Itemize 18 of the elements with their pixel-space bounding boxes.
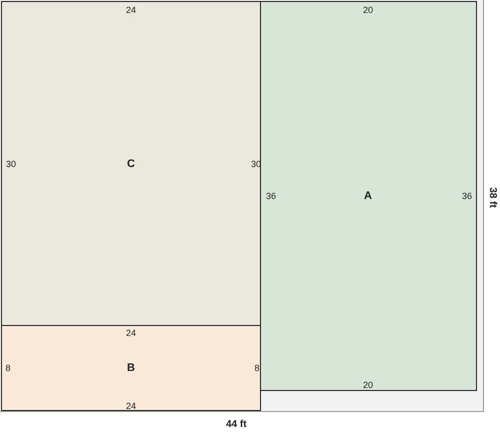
room-area [260, 1, 477, 391]
wall-length: 24 [126, 401, 136, 411]
wall-length: 20 [363, 380, 373, 390]
room-area [1, 1, 261, 326]
wall-length: 36 [266, 191, 276, 201]
room-area [1, 325, 261, 411]
height-dimension: 38 ft [486, 187, 498, 208]
room-label: B [127, 362, 135, 374]
room-label: C [127, 158, 135, 170]
wall-length: 8 [6, 363, 10, 373]
wall-length: 8 [254, 363, 260, 373]
width-dimension: 44 ft [226, 419, 247, 430]
wall-length: 24 [126, 5, 136, 15]
wall-length: 36 [462, 191, 472, 201]
room-label: A [364, 190, 372, 202]
wall-length: 20 [363, 5, 373, 15]
wall-length: 30 [6, 159, 16, 169]
wall-length: 24 [126, 328, 136, 338]
